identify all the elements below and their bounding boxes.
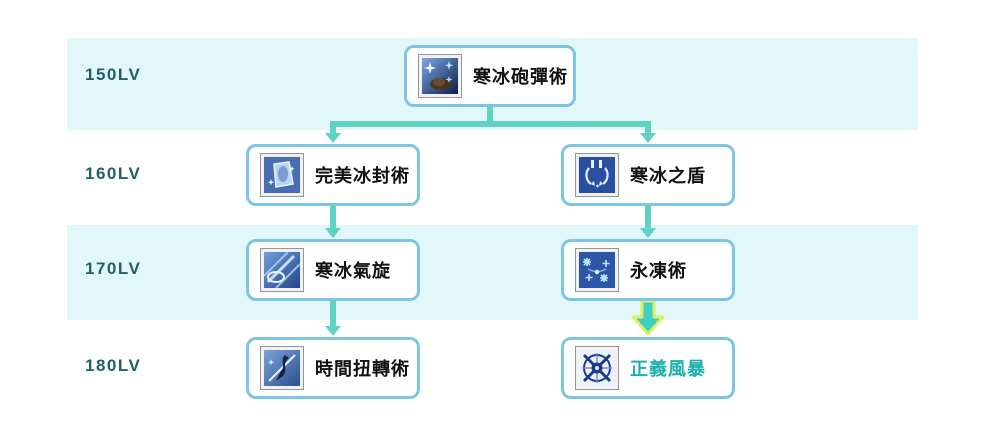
arrowhead-branch-right — [640, 133, 656, 143]
level-label-170: 170LV — [85, 259, 142, 278]
level-label-160: 160LV — [85, 164, 142, 183]
arrowhead-branch-left — [325, 133, 341, 143]
level-label-180: 180LV — [85, 356, 142, 375]
time-twist-icon — [260, 346, 304, 390]
skill-label: 永凍術 — [630, 261, 687, 281]
special-arrow-right-170-180 — [631, 300, 665, 336]
skill-label: 寒冰之盾 — [630, 166, 706, 186]
ice-cannonball-icon — [418, 54, 462, 98]
skill-node-justice-storm[interactable]: 正義風暴 — [561, 337, 735, 399]
skill-label: 正義風暴 — [630, 359, 706, 379]
skill-label: 完美冰封術 — [315, 166, 410, 186]
connector-left-160-170 — [330, 205, 336, 229]
connector-left-170-180 — [330, 300, 336, 327]
skill-label: 時間扭轉術 — [315, 359, 410, 379]
skill-node-perfect-ice-seal[interactable]: 完美冰封術 — [246, 144, 420, 206]
skill-label: 寒冰砲彈術 — [473, 67, 568, 87]
justice-storm-icon — [575, 346, 619, 390]
skill-node-ice-shield[interactable]: 寒冰之盾 — [561, 144, 735, 206]
connector-top-stub — [487, 105, 493, 124]
skill-node-time-twist[interactable]: 時間扭轉術 — [246, 337, 420, 399]
connector-branch-horizontal — [330, 121, 651, 127]
permafrost-icon — [575, 248, 619, 292]
connector-branch-left-drop — [330, 121, 336, 134]
arrowhead-right-170 — [640, 228, 656, 238]
skill-node-permafrost[interactable]: 永凍術 — [561, 239, 735, 301]
level-label-150: 150LV — [85, 65, 142, 84]
connector-branch-right-drop — [645, 121, 651, 134]
arrowhead-left-170 — [325, 228, 341, 238]
skill-label: 寒冰氣旋 — [315, 261, 391, 281]
skill-node-ice-cyclone[interactable]: 寒冰氣旋 — [246, 239, 420, 301]
arrowhead-left-180 — [325, 326, 341, 336]
perfect-ice-seal-icon — [260, 153, 304, 197]
ice-cyclone-icon — [260, 248, 304, 292]
row-band-170lv — [67, 225, 918, 320]
connector-right-160-170 — [645, 205, 651, 229]
ice-shield-icon — [575, 153, 619, 197]
skill-node-ice-cannonball[interactable]: 寒冰砲彈術 — [404, 45, 576, 107]
